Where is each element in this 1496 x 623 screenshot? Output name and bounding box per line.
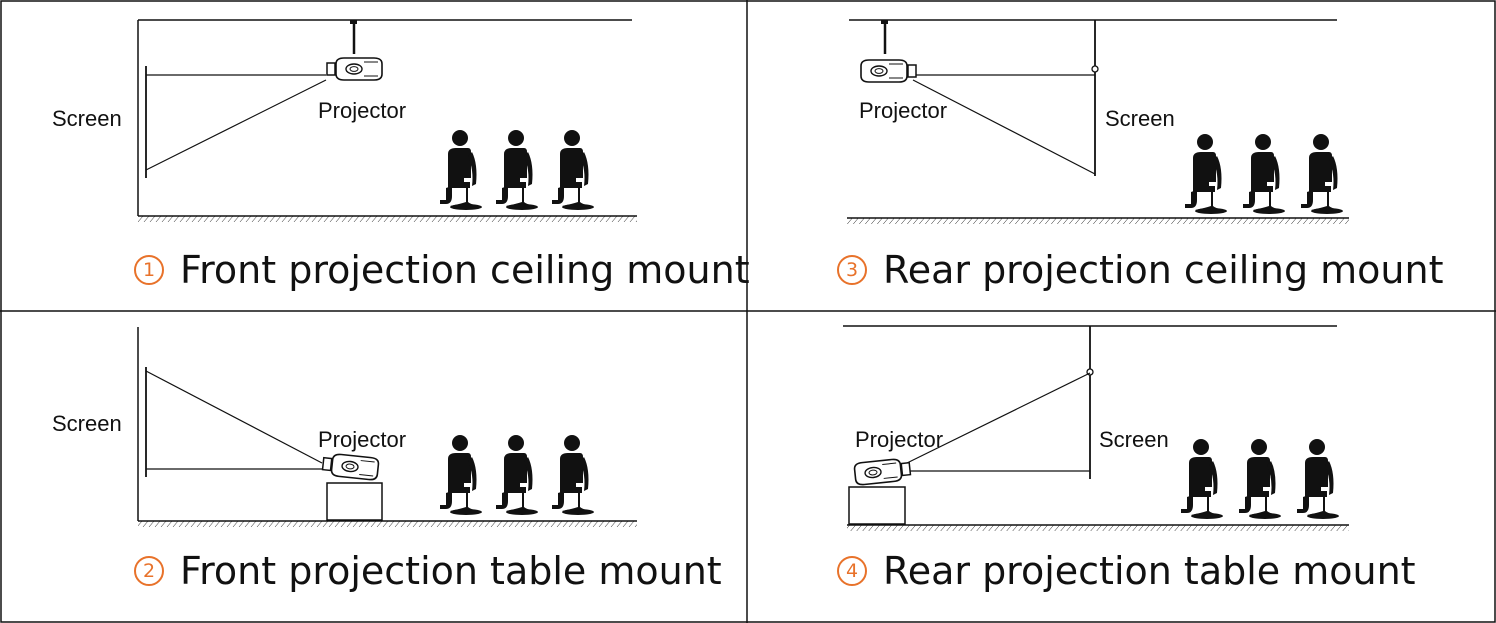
number-badge: 3 [837, 255, 867, 285]
person-icon [552, 130, 594, 210]
person-icon [1181, 439, 1223, 519]
table-box [326, 482, 383, 521]
beam-bottom [912, 79, 1096, 175]
projector-label: Projector [318, 427, 407, 452]
screen-label: Screen [1105, 106, 1175, 131]
projector-icon [321, 452, 380, 482]
person-icon [440, 130, 482, 210]
panel-title: Front projection ceiling mount [180, 248, 750, 292]
person-icon [552, 435, 594, 515]
beam-top [906, 372, 1091, 464]
person-icon [496, 435, 538, 515]
ceiling-mount [350, 20, 357, 54]
beam-top [145, 370, 323, 464]
screen-label: Screen [52, 106, 122, 131]
person-icon [440, 435, 482, 515]
person-icon [1185, 134, 1227, 214]
person-icon [1301, 134, 1343, 214]
panel-caption: 3 Rear projection ceiling mount [837, 248, 1443, 292]
number-badge: 1 [134, 255, 164, 285]
person-icon [1297, 439, 1339, 519]
screen-label: Screen [1099, 427, 1169, 452]
screen-pivot [1091, 65, 1099, 73]
panel-caption: 1 Front projection ceiling mount [134, 248, 750, 292]
front-table-diagram [137, 327, 637, 527]
projector-icon [853, 457, 912, 487]
number-badge: 2 [134, 556, 164, 586]
beam-bottom [145, 79, 327, 171]
floor-hatch [138, 216, 637, 222]
ceiling-mount [881, 20, 888, 54]
floor-hatch [138, 521, 637, 527]
panel-title: Rear projection ceiling mount [883, 248, 1444, 292]
panel-front-ceiling: Screen Projector 1 Front projection ceil… [0, 0, 750, 311]
number-badge: 4 [837, 556, 867, 586]
person-icon [1239, 439, 1281, 519]
panel-title: Rear projection table mount [883, 549, 1416, 593]
panel-rear-ceiling: Projector Screen 3 Rear projection ceili… [747, 0, 1496, 311]
panel-caption: 4 Rear projection table mount [837, 549, 1416, 593]
projector-label: Projector [318, 98, 407, 123]
person-icon [496, 130, 538, 210]
projector-label: Projector [859, 98, 948, 123]
table-box [848, 486, 906, 525]
front-ceiling-diagram [137, 19, 637, 222]
rear-ceiling-diagram [847, 19, 1349, 224]
panel-caption: 2 Front projection table mount [134, 549, 722, 593]
rear-table-diagram [843, 325, 1349, 531]
projector-label: Projector [855, 427, 944, 452]
floor-hatch [847, 525, 1349, 531]
projector-icon [326, 57, 383, 81]
floor-hatch [847, 218, 1349, 224]
panel-title: Front projection table mount [180, 549, 722, 593]
person-icon [1243, 134, 1285, 214]
panel-rear-table: Projector Screen 4 Rear projection table… [747, 311, 1496, 623]
projector-icon [860, 59, 917, 83]
panel-front-table: Screen Projector 2 Front projection tabl… [0, 311, 747, 623]
screen-label: Screen [52, 411, 122, 436]
